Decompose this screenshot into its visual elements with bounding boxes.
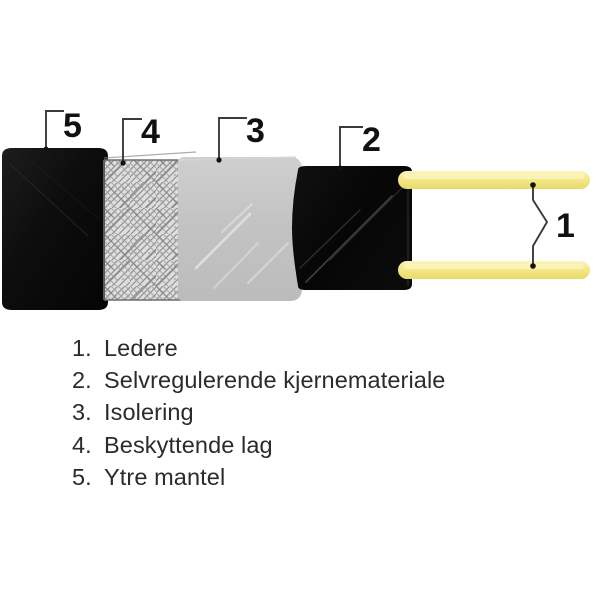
legend-item-2-label: Selvregulerende kjernemateriale [104, 367, 446, 394]
layer-insulation [177, 156, 302, 301]
legend-item-4: 4. Beskyttende lag [72, 429, 592, 461]
legend-item-1-number: 1. [72, 335, 92, 361]
layer-conductors [398, 171, 590, 279]
layer-braid [103, 151, 197, 301]
callout-number-4: 4 [141, 113, 160, 151]
callout-number-5: 5 [63, 107, 82, 145]
legend-item-2-number: 2. [72, 367, 92, 394]
legend-item-5: 5. Ytre mantel [72, 461, 592, 493]
legend-item-3-number: 3. [72, 399, 92, 426]
layer-core [292, 166, 412, 290]
layer-jacket [2, 148, 108, 310]
callout-leader-4 [120, 118, 142, 166]
legend-item-5-label: Ytre mantel [104, 463, 226, 490]
legend-item-5-number: 5. [72, 463, 92, 490]
callout-leader-3 [216, 117, 247, 163]
legend-list: 1. Ledere 2. Selvregulerende kjernemater… [72, 332, 592, 493]
conductor-bottom [398, 261, 590, 279]
legend-item-1-label: Ledere [104, 335, 178, 361]
callout-number-3: 3 [246, 112, 265, 150]
legend-item-4-number: 4. [72, 431, 92, 458]
legend-item-4-label: Beskyttende lag [104, 431, 273, 458]
conductor-top [398, 171, 590, 189]
callout-number-2: 2 [362, 121, 381, 159]
callout-number-1: 1 [556, 207, 575, 245]
callout-leader-2 [337, 126, 363, 171]
legend-item-1: 1. Ledere [72, 332, 592, 364]
callout-leader-1 [530, 182, 548, 269]
callout-leader-5 [43, 110, 64, 152]
legend-item-3-label: Isolering [104, 399, 194, 426]
legend-item-3: 3. Isolering [72, 396, 592, 428]
legend-item-2: 2. Selvregulerende kjernemateriale [72, 364, 592, 396]
